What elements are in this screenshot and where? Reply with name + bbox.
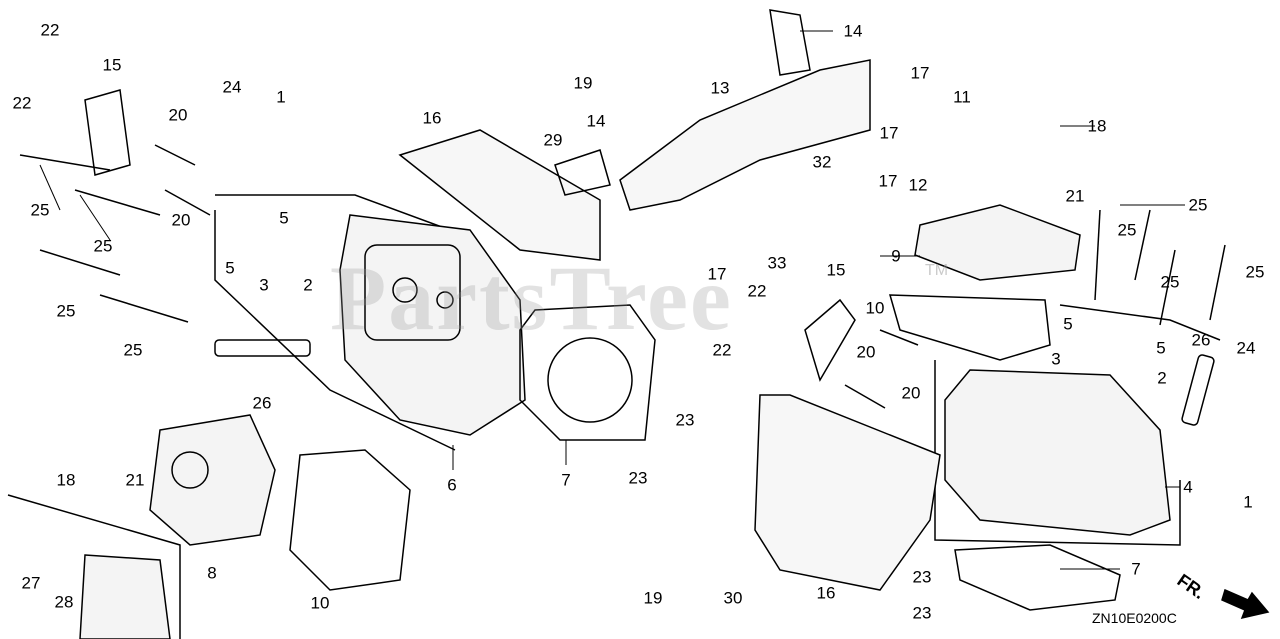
- trademark-mark: TM: [925, 262, 949, 279]
- callout[interactable]: 25: [123, 340, 143, 360]
- inset-frame: [7, 494, 181, 639]
- callout[interactable]: 1: [1243, 492, 1253, 512]
- callout[interactable]: 9: [891, 246, 901, 266]
- callout[interactable]: 1: [276, 87, 286, 107]
- callout[interactable]: 26: [252, 393, 272, 413]
- shroud-left: [398, 129, 601, 261]
- callout[interactable]: 17: [879, 123, 899, 143]
- callout[interactable]: 4: [1183, 477, 1193, 497]
- callout[interactable]: 22: [40, 20, 60, 40]
- valve-cover-right: [914, 204, 1081, 281]
- callout[interactable]: 14: [843, 21, 863, 41]
- callout[interactable]: 22: [747, 281, 767, 301]
- cylinder-head-left: [339, 214, 526, 436]
- cover-gasket-left: [289, 449, 411, 591]
- callout[interactable]: 15: [826, 260, 846, 280]
- valve-cover-left: [149, 414, 276, 546]
- gasket-15-left: [84, 89, 131, 176]
- callout[interactable]: 20: [171, 210, 191, 230]
- callout[interactable]: 28: [54, 592, 74, 612]
- spark-plug-right: [1181, 354, 1215, 426]
- front-arrow: [1221, 588, 1270, 620]
- callout[interactable]: 13: [710, 78, 730, 98]
- callout[interactable]: 20: [168, 105, 188, 125]
- cylinder-head-right: [944, 369, 1171, 536]
- callout[interactable]: 17: [878, 171, 898, 191]
- shroud-right: [754, 394, 941, 591]
- callout[interactable]: 23: [628, 468, 648, 488]
- callout[interactable]: 3: [1051, 349, 1061, 369]
- gasket-14: [554, 149, 611, 196]
- gasket-15-right: [804, 298, 856, 382]
- callout[interactable]: 2: [303, 275, 313, 295]
- assembly-bracket-left: [214, 210, 456, 451]
- callout[interactable]: 20: [901, 383, 921, 403]
- callout[interactable]: 25: [1160, 272, 1180, 292]
- callout[interactable]: 23: [675, 410, 695, 430]
- callout[interactable]: 21: [125, 470, 145, 490]
- assembly-bracket-right: [934, 360, 1181, 546]
- callout[interactable]: 16: [422, 108, 442, 128]
- callout[interactable]: 25: [1188, 195, 1208, 215]
- callout[interactable]: 10: [865, 298, 885, 318]
- callout[interactable]: 5: [1063, 314, 1073, 334]
- callout[interactable]: 5: [1156, 338, 1166, 358]
- callout[interactable]: 23: [912, 603, 932, 623]
- callout[interactable]: 5: [279, 208, 289, 228]
- callout[interactable]: 32: [812, 152, 832, 172]
- callout[interactable]: 21: [1065, 186, 1085, 206]
- callout[interactable]: 6: [447, 475, 457, 495]
- callout[interactable]: 20: [856, 342, 876, 362]
- callout[interactable]: 2: [1157, 368, 1167, 388]
- gasket-14-top: [769, 9, 811, 76]
- callout[interactable]: 27: [21, 573, 41, 593]
- assembly-bracket-right-top: [1059, 304, 1221, 341]
- valve-chamber: [364, 244, 461, 341]
- mounting-bracket: [619, 59, 871, 211]
- callout[interactable]: 17: [707, 264, 727, 284]
- callout[interactable]: 8: [207, 563, 217, 583]
- callout[interactable]: 24: [1236, 338, 1256, 358]
- callout[interactable]: 15: [102, 55, 122, 75]
- callout[interactable]: 26: [1191, 330, 1211, 350]
- callout[interactable]: 11: [953, 87, 971, 107]
- callout[interactable]: 17: [910, 63, 930, 83]
- callout[interactable]: 24: [222, 77, 242, 97]
- callout[interactable]: 3: [259, 275, 269, 295]
- inset-head: [79, 554, 171, 639]
- callout[interactable]: 25: [1117, 220, 1137, 240]
- callout[interactable]: 7: [561, 470, 571, 490]
- diagram-code: ZN10E0200C: [1092, 610, 1177, 626]
- head-gasket-left: [519, 304, 656, 441]
- watermark-logo: PartsTree: [330, 247, 733, 349]
- callout[interactable]: 19: [643, 588, 663, 608]
- callout[interactable]: 29: [543, 130, 563, 150]
- callout[interactable]: 25: [1245, 262, 1265, 282]
- callout[interactable]: 18: [56, 470, 76, 490]
- callout[interactable]: 7: [1131, 559, 1141, 579]
- callout[interactable]: 16: [816, 583, 836, 603]
- callout[interactable]: 30: [723, 588, 743, 608]
- callout[interactable]: 5: [225, 258, 235, 278]
- head-gasket-right: [954, 544, 1121, 611]
- callout[interactable]: 25: [56, 301, 76, 321]
- callout[interactable]: 22: [12, 93, 32, 113]
- spark-plug-left: [214, 339, 311, 357]
- callout[interactable]: 33: [767, 253, 787, 273]
- callout[interactable]: 25: [93, 236, 113, 256]
- callout[interactable]: 12: [908, 175, 928, 195]
- assembly-bracket-left-top: [215, 194, 451, 231]
- callout[interactable]: 10: [310, 593, 330, 613]
- callout[interactable]: 25: [30, 200, 50, 220]
- cover-gasket-right: [888, 294, 1051, 361]
- callout[interactable]: 18: [1087, 116, 1107, 136]
- callout[interactable]: 23: [912, 567, 932, 587]
- callout[interactable]: 22: [712, 340, 732, 360]
- callout[interactable]: 19: [573, 73, 593, 93]
- callout[interactable]: 14: [586, 111, 606, 131]
